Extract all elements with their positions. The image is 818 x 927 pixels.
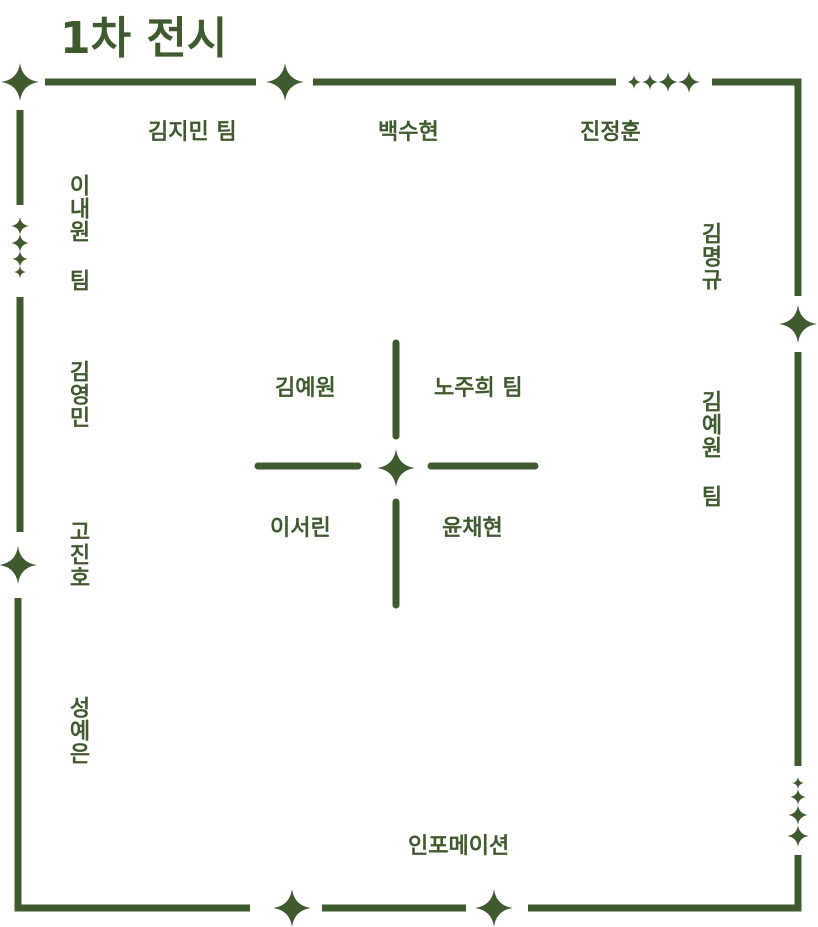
sparkle-icon xyxy=(1,63,39,101)
booth-label: 진정훈 xyxy=(580,120,641,145)
sparkle-icon xyxy=(12,251,28,267)
booth-label: 김지민 팀 xyxy=(148,120,237,145)
sparkle-icon xyxy=(788,805,808,825)
sparkle-icon xyxy=(792,777,804,789)
booth-label: 백수현 xyxy=(378,120,439,145)
wall xyxy=(712,78,802,296)
sparkle-icon xyxy=(273,889,311,927)
booth-label: 인포메이션 xyxy=(408,834,510,859)
sparkle-icon xyxy=(790,789,806,805)
sparkle-icon xyxy=(11,217,29,235)
sparkle-icon xyxy=(0,546,37,584)
booth-label: 김예원 xyxy=(275,376,336,401)
booth-label: 노주희 팀 xyxy=(434,376,523,401)
sparkle-icon xyxy=(779,305,817,343)
booth-label: 김명규 xyxy=(697,222,722,291)
wall xyxy=(528,855,802,912)
booth-label: 이내원 팀 xyxy=(65,174,90,292)
sparkle-icon xyxy=(678,71,700,93)
booth-label: 성예은 xyxy=(65,696,90,765)
wall xyxy=(14,598,250,912)
sparkle-icon xyxy=(14,266,26,278)
sparkle-icon xyxy=(266,63,304,101)
sparkle-icon xyxy=(627,75,641,89)
sparkle-icon xyxy=(658,72,678,92)
booth-label: 김예원 팀 xyxy=(697,390,722,508)
booth-label: 김영민 xyxy=(65,360,90,429)
booth-label: 고진호 xyxy=(65,520,90,589)
sparkle-icon xyxy=(11,234,29,252)
page-title: 1차 전시 xyxy=(60,13,228,64)
sparkle-icon xyxy=(377,449,415,487)
sparkle-icon xyxy=(642,74,658,90)
sparkle-icon xyxy=(475,889,513,927)
booth-label: 윤채현 xyxy=(442,516,503,541)
booth-label: 이서린 xyxy=(270,516,331,541)
sparkle-icon xyxy=(787,825,809,847)
